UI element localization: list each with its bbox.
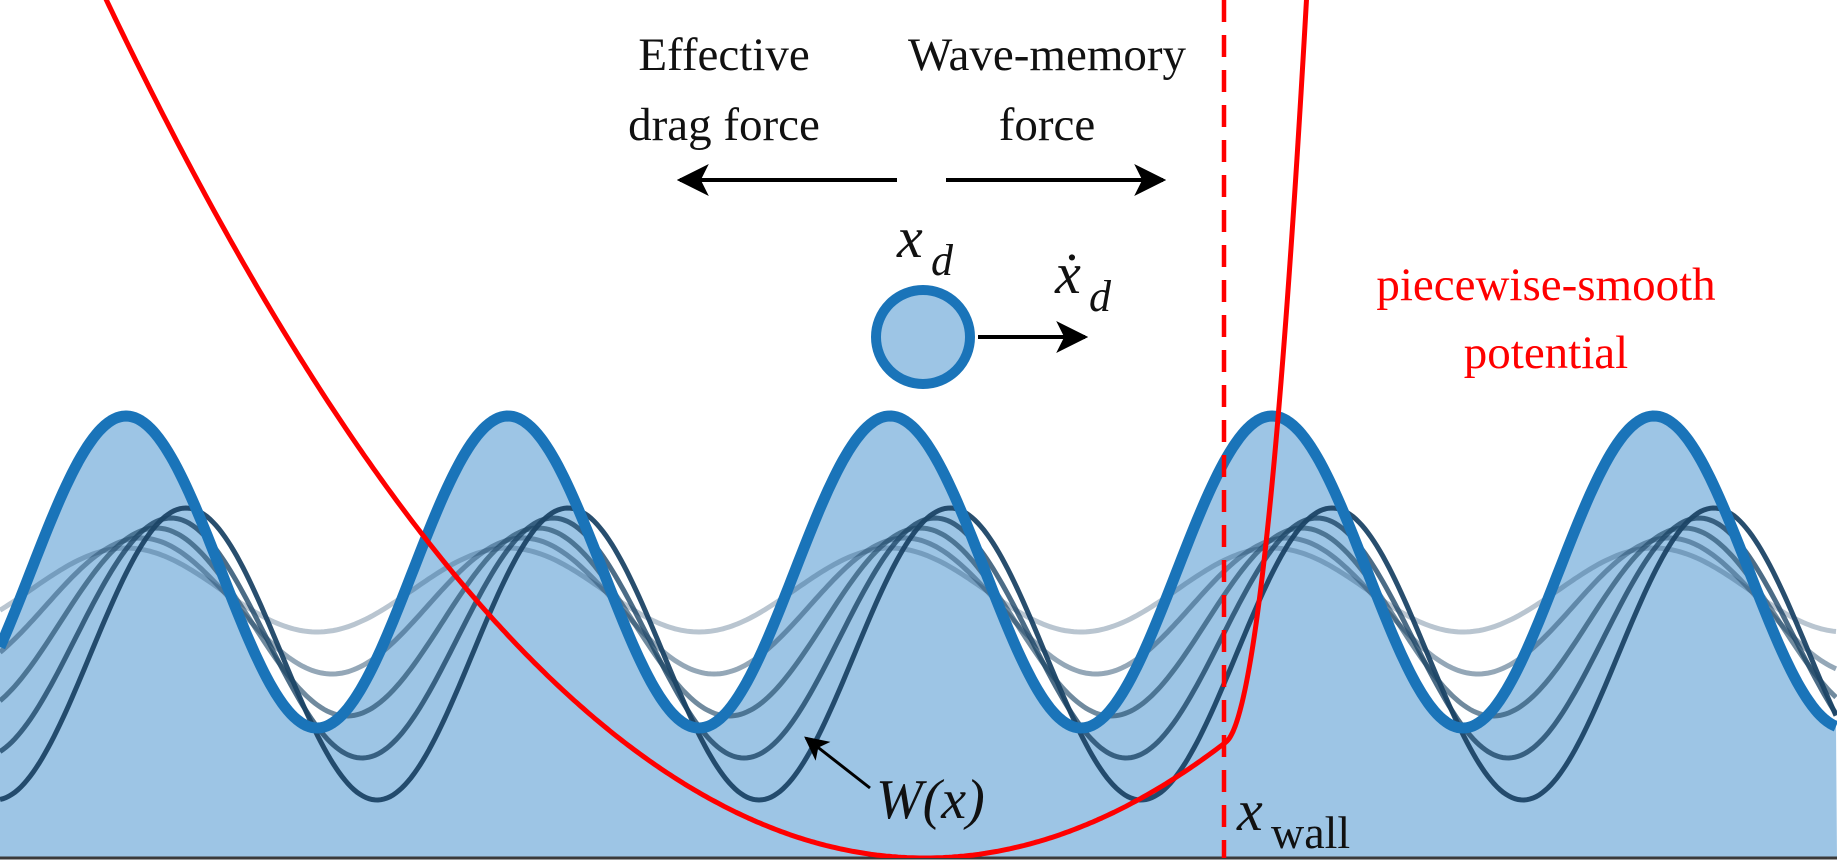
wall-position-subscript: wall xyxy=(1271,807,1350,858)
drag-force-label-line1: Effective xyxy=(638,29,809,81)
wave-field-fill xyxy=(0,416,1837,858)
droplet-position-label: x d xyxy=(896,205,954,285)
wave-history-curve xyxy=(0,515,1837,761)
memory-force-label-line2: force xyxy=(999,99,1096,151)
droplet-velocity-subscript: d xyxy=(1089,272,1112,321)
wave-history-curve xyxy=(0,545,1837,635)
wall-position-label: x wall xyxy=(1236,778,1350,858)
potential-label-line1: piecewise-smooth xyxy=(1376,259,1715,311)
memory-force-label-line1: Wave-memory xyxy=(908,29,1187,81)
droplet-position-subscript: d xyxy=(931,236,954,285)
wave-field-outline xyxy=(0,410,1837,734)
wave-field-pointer-arrow xyxy=(804,736,871,790)
wall-position-symbol: x xyxy=(1236,778,1263,843)
potential-label-line2: potential xyxy=(1464,327,1628,379)
droplet-velocity-symbol: ẋ xyxy=(1054,241,1081,306)
wave-history-curve xyxy=(0,525,1837,719)
droplet-velocity-label: ẋ d xyxy=(1054,241,1112,321)
potential-curve xyxy=(103,0,1309,858)
drag-force-label-line2: drag force xyxy=(628,99,820,151)
wave-field-label: W(x) xyxy=(876,769,985,831)
droplet xyxy=(871,285,975,389)
droplet-position-symbol: x xyxy=(896,205,923,270)
